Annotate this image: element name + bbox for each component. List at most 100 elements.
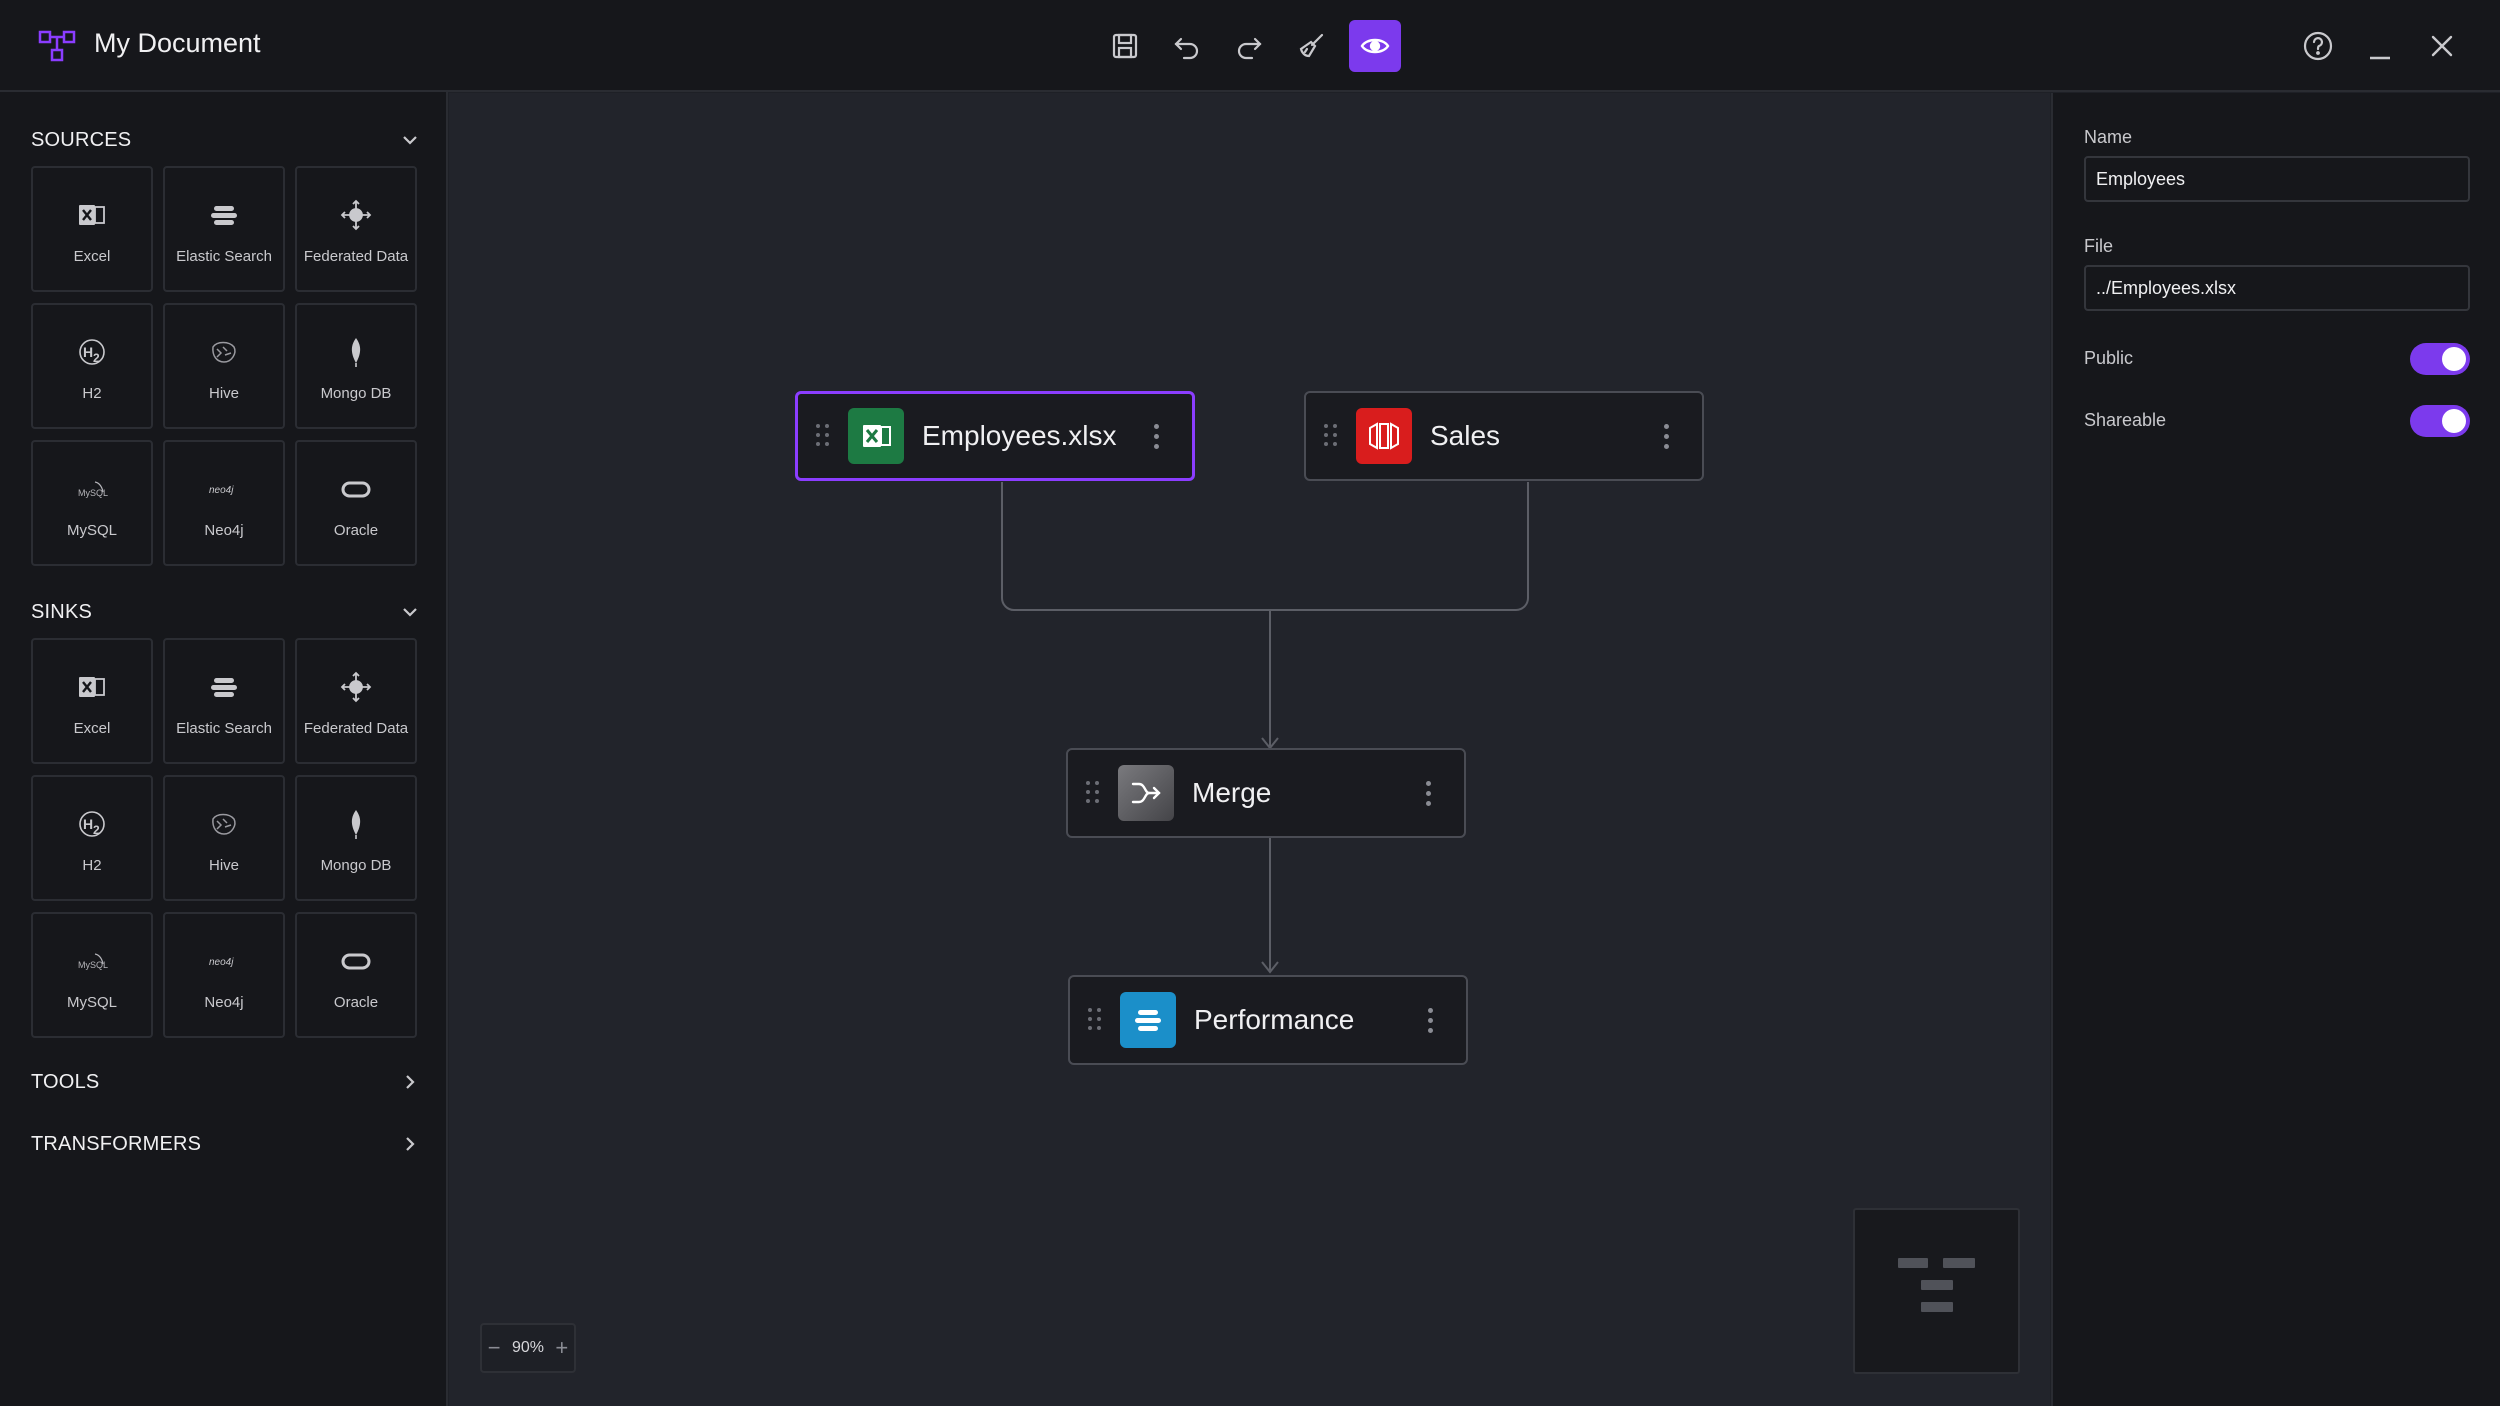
drag-handle-icon[interactable] bbox=[1088, 1008, 1101, 1032]
sinks-title: SINKS bbox=[31, 600, 93, 623]
help-button[interactable] bbox=[2298, 26, 2338, 66]
sinks-tile-mongo-db[interactable]: Mongo DB bbox=[295, 775, 417, 901]
svg-text:neo4j: neo4j bbox=[209, 485, 234, 496]
sources-tile-excel[interactable]: Excel bbox=[31, 166, 153, 292]
neo4j-icon: neo4j bbox=[207, 472, 241, 506]
sinks-tile-oracle[interactable]: Oracle bbox=[295, 912, 417, 1038]
node-label: Employees.xlsx bbox=[922, 420, 1117, 451]
drag-handle-icon[interactable] bbox=[816, 424, 829, 448]
sinks-section-header[interactable]: SINKS bbox=[31, 592, 421, 632]
more-options-icon[interactable] bbox=[1424, 780, 1432, 806]
chevron-down-icon bbox=[403, 136, 417, 145]
node-merge[interactable]: Merge bbox=[1066, 748, 1466, 838]
sinks-tile-hive[interactable]: Hive bbox=[163, 775, 285, 901]
sinks-tile-federated-data[interactable]: Federated Data bbox=[295, 638, 417, 764]
tile-label: Federated Data bbox=[303, 720, 409, 737]
mysql-icon: MySQL bbox=[75, 472, 109, 506]
node-label: Performance bbox=[1194, 1004, 1355, 1035]
sources-title: SOURCES bbox=[31, 128, 132, 151]
tile-label: Mongo DB bbox=[320, 857, 392, 874]
sources-tile-federated-data[interactable]: Federated Data bbox=[295, 166, 417, 292]
public-toggle[interactable] bbox=[2410, 343, 2470, 375]
save-button[interactable] bbox=[1099, 20, 1151, 72]
tools-title: TOOLS bbox=[31, 1070, 100, 1093]
tile-label: H2 bbox=[82, 857, 102, 874]
sources-section-header[interactable]: SOURCES bbox=[31, 120, 421, 160]
close-icon bbox=[2431, 35, 2453, 57]
chevron-right-icon bbox=[406, 1137, 415, 1151]
excel-icon bbox=[848, 408, 904, 464]
zoom-out-button[interactable]: − bbox=[487, 1335, 501, 1360]
document-title: My Document bbox=[94, 28, 261, 58]
tile-label: Excel bbox=[73, 248, 111, 265]
sources-tile-oracle[interactable]: Oracle bbox=[295, 440, 417, 566]
federated-icon bbox=[339, 670, 373, 704]
tile-label: Excel bbox=[73, 720, 111, 737]
elastic-icon bbox=[207, 670, 241, 704]
undo-button[interactable] bbox=[1161, 20, 1213, 72]
clear-button[interactable] bbox=[1285, 20, 1337, 72]
oracle-icon bbox=[339, 472, 373, 506]
minimize-button[interactable] bbox=[2360, 26, 2400, 66]
svg-text:neo4j: neo4j bbox=[209, 957, 234, 968]
shareable-toggle[interactable] bbox=[2410, 405, 2470, 437]
hive-icon bbox=[207, 335, 241, 369]
oracle-icon bbox=[339, 944, 373, 978]
tile-label: Neo4j bbox=[204, 522, 244, 539]
tile-label: Hive bbox=[208, 385, 239, 402]
zoom-in-button[interactable]: + bbox=[555, 1335, 569, 1360]
close-button[interactable] bbox=[2422, 26, 2462, 66]
undo-icon bbox=[1174, 37, 1199, 60]
drag-handle-icon[interactable] bbox=[1324, 424, 1337, 448]
node-performance[interactable]: Performance bbox=[1068, 975, 1468, 1065]
more-options-icon[interactable] bbox=[1662, 423, 1670, 449]
minimap[interactable] bbox=[1853, 1208, 2020, 1374]
sinks-tile-excel[interactable]: Excel bbox=[31, 638, 153, 764]
name-field[interactable]: Employees bbox=[2084, 156, 2470, 202]
tile-label: MySQL bbox=[66, 522, 117, 539]
redo-button[interactable] bbox=[1223, 20, 1275, 72]
tools-section-header[interactable]: TOOLS bbox=[31, 1062, 421, 1102]
tile-label: Elastic Search bbox=[176, 720, 272, 737]
file-label: File bbox=[2084, 236, 2114, 256]
sources-tile-elastic-search[interactable]: Elastic Search bbox=[163, 166, 285, 292]
sources-tile-mysql[interactable]: MySQL MySQL bbox=[31, 440, 153, 566]
top-bar: My Document bbox=[0, 0, 2500, 92]
svg-text:2: 2 bbox=[93, 351, 100, 365]
redshift-icon bbox=[1356, 408, 1412, 464]
drag-handle-icon[interactable] bbox=[1086, 781, 1099, 805]
public-label: Public bbox=[2084, 348, 2134, 368]
minimize-icon bbox=[2370, 56, 2390, 60]
node-sales[interactable]: Sales bbox=[1304, 391, 1704, 481]
save-icon bbox=[1112, 33, 1138, 59]
tile-label: Oracle bbox=[333, 522, 379, 539]
broom-icon bbox=[1299, 33, 1324, 58]
sources-tile-mongo-db[interactable]: Mongo DB bbox=[295, 303, 417, 429]
tile-label: Federated Data bbox=[303, 248, 409, 265]
more-options-icon[interactable] bbox=[1426, 1007, 1434, 1033]
name-label: Name bbox=[2084, 127, 2133, 147]
more-options-icon[interactable] bbox=[1152, 423, 1160, 449]
preview-button[interactable] bbox=[1349, 20, 1401, 72]
tile-label: H2 bbox=[82, 385, 102, 402]
tile-label: Mongo DB bbox=[320, 385, 392, 402]
sources-tile-hive[interactable]: Hive bbox=[163, 303, 285, 429]
sinks-tile-elastic-search[interactable]: Elastic Search bbox=[163, 638, 285, 764]
svg-text:H: H bbox=[83, 816, 93, 832]
chevron-down-icon bbox=[403, 608, 417, 617]
excel-icon bbox=[75, 198, 109, 232]
node-employees[interactable]: Employees.xlsx bbox=[795, 391, 1195, 481]
tile-label: Elastic Search bbox=[176, 248, 272, 265]
help-icon bbox=[2303, 31, 2333, 61]
shareable-label: Shareable bbox=[2084, 410, 2167, 430]
file-field[interactable]: ../Employees.xlsx bbox=[2084, 265, 2470, 311]
transformers-section-header[interactable]: TRANSFORMERS bbox=[31, 1124, 421, 1164]
mysql-icon: MySQL bbox=[75, 944, 109, 978]
neo4j-icon: neo4j bbox=[207, 944, 241, 978]
